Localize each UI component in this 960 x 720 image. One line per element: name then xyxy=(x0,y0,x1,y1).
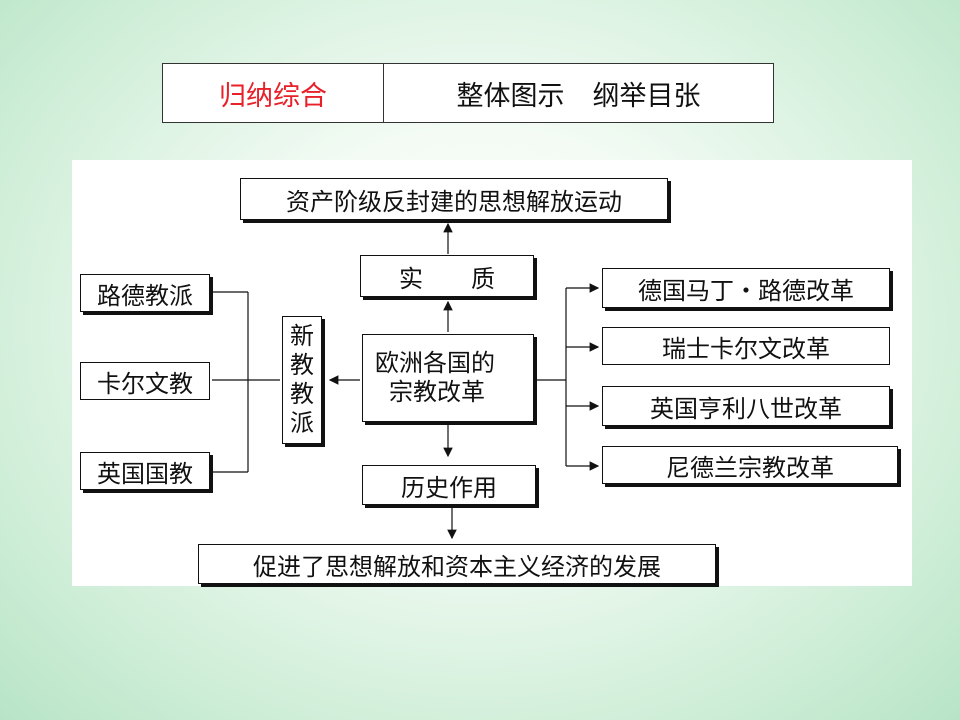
box-reform-england: 英国亨利八世改革 xyxy=(602,386,890,426)
connector-lines xyxy=(212,222,600,540)
box-essence: 实 质 xyxy=(360,255,534,297)
box-reform-switzerland: 瑞士卡尔文改革 xyxy=(602,327,890,365)
section-title-part-2: 纲举目张 xyxy=(592,80,701,112)
center-line-1: 欧洲各国的 xyxy=(375,349,495,377)
center-line-2: 宗教改革 xyxy=(389,378,485,406)
box-sect-anglican: 英国国教 xyxy=(80,452,210,490)
section-label: 归纳综合 xyxy=(163,64,384,122)
section-title-part-1: 整体图示 xyxy=(456,80,565,112)
box-center: 欧洲各国的 宗教改革 xyxy=(362,334,534,422)
new-sect-char-2: 教 xyxy=(290,351,314,379)
box-new-sect: 新 教 教 派 xyxy=(282,316,322,444)
box-historical-role: 历史作用 xyxy=(362,465,536,505)
new-sect-char-1: 新 xyxy=(290,322,314,350)
box-reform-germany: 德国马丁・路德改革 xyxy=(602,268,890,308)
section-title: 整体图示 纲举目张 xyxy=(384,64,773,122)
box-sect-lutheran: 路德教派 xyxy=(80,274,210,312)
box-effect-bottom: 促进了思想解放和资本主义经济的发展 xyxy=(198,544,716,584)
box-nature-top: 资产阶级反封建的思想解放运动 xyxy=(240,178,668,220)
header-table: 归纳综合 整体图示 纲举目张 xyxy=(162,63,774,123)
new-sect-char-3: 教 xyxy=(290,380,314,408)
box-sect-calvinist: 卡尔文教 xyxy=(80,362,210,400)
new-sect-char-4: 派 xyxy=(290,409,314,437)
box-reform-netherlands: 尼德兰宗教改革 xyxy=(602,446,898,484)
concept-diagram: 资产阶级反封建的思想解放运动 实 质 欧洲各国的 宗教改革 历史作用 促进了思想… xyxy=(72,160,912,586)
